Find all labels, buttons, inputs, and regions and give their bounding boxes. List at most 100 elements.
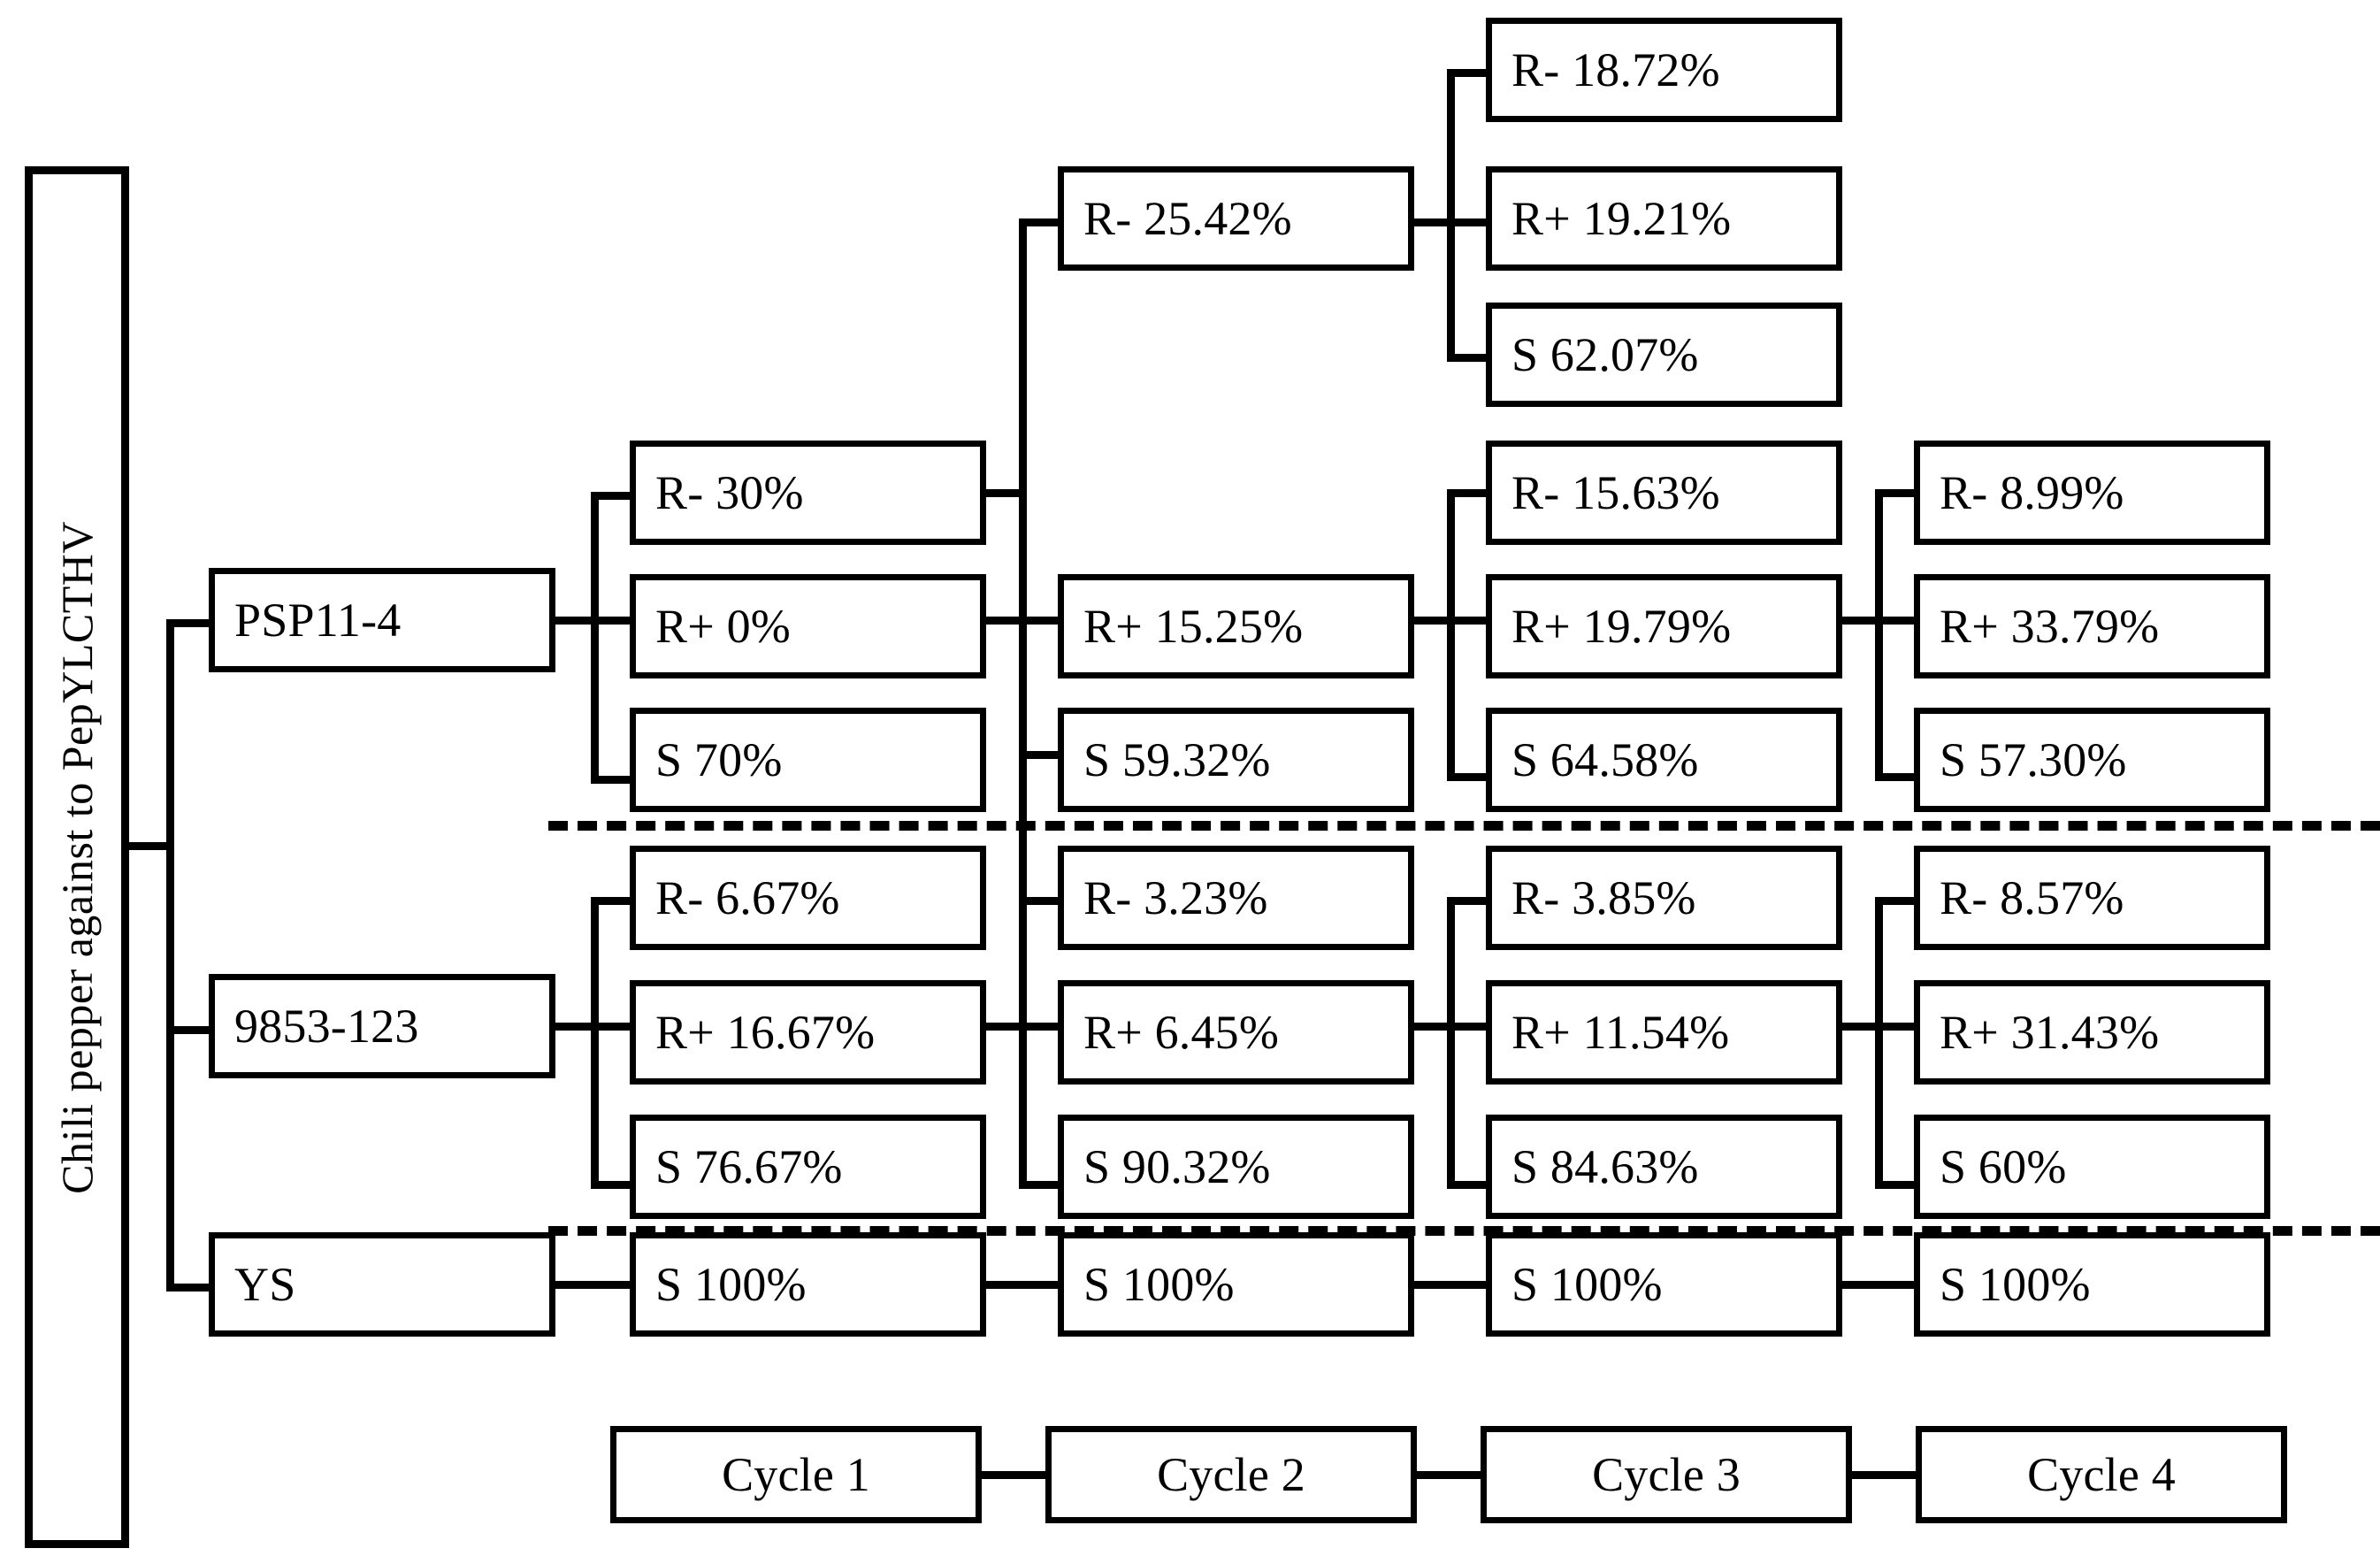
result-box-9853-c2-rplus[interactable]: R+ 6.45% — [1058, 980, 1414, 1085]
ys-c3-link — [1414, 1281, 1486, 1289]
g9853-to-c1-h — [555, 1023, 596, 1031]
psp-c2-stub-rminus — [1019, 218, 1061, 226]
cycle-legend-link-2-3 — [1417, 1471, 1486, 1479]
psp-subbranch-stub-s — [1447, 354, 1489, 362]
result-box-9853-c4-s[interactable]: S 60% — [1914, 1115, 2270, 1219]
result-label: R- 6.67% — [655, 871, 840, 924]
result-box-psp-c1-rminus[interactable]: R- 30% — [630, 441, 986, 545]
result-box-9853-c4-rplus[interactable]: R+ 31.43% — [1914, 980, 2270, 1085]
result-box-9853-c4-rminus[interactable]: R- 8.57% — [1914, 846, 2270, 950]
result-label: S 100% — [655, 1258, 807, 1311]
g9853-c3-stub-rplus — [1447, 1023, 1489, 1031]
genotype-box-9853-123[interactable]: 9853-123 — [209, 974, 555, 1078]
result-box-psp-c2-s[interactable]: S 59.32% — [1058, 708, 1414, 812]
result-box-9853-c3-rplus[interactable]: R+ 11.54% — [1486, 980, 1842, 1085]
psp-c3-stub-rplus — [1447, 617, 1489, 625]
result-box-psp-c1-s[interactable]: S 70% — [630, 708, 986, 812]
psp-c3-spine — [1447, 489, 1455, 781]
result-box-9853-c2-s[interactable]: S 90.32% — [1058, 1115, 1414, 1219]
psp-c2-spine — [1019, 218, 1027, 1112]
result-box-psp-c4-rminus[interactable]: R- 8.99% — [1914, 441, 2270, 545]
result-label: S 76.67% — [655, 1140, 843, 1193]
psp-subbranch-in-h — [1414, 218, 1455, 226]
cycle-legend-box-2[interactable]: Cycle 2 — [1045, 1426, 1417, 1523]
cycle-legend-label: Cycle 3 — [1592, 1448, 1741, 1501]
result-box-9853-c1-rminus[interactable]: R- 6.67% — [630, 846, 986, 950]
g9853-c1-stub-s — [591, 1181, 633, 1189]
result-box-9853-c3-s[interactable]: S 84.63% — [1486, 1115, 1842, 1219]
psp-c4-stub-s — [1875, 773, 1917, 781]
result-label: S 59.32% — [1083, 733, 1271, 786]
psp-to-c1-h — [555, 617, 596, 625]
psp-c1-out-h2 — [986, 617, 1027, 625]
result-box-ys-c3[interactable]: S 100% — [1486, 1232, 1842, 1337]
cycle-legend-box-3[interactable]: Cycle 3 — [1481, 1426, 1852, 1523]
result-label: R- 8.99% — [1940, 466, 2124, 519]
psp-c1-stub-rplus — [591, 617, 633, 625]
genotype-box-ys[interactable]: YS — [209, 1232, 555, 1337]
result-box-psp-c4-s[interactable]: S 57.30% — [1914, 708, 2270, 812]
result-label: R- 8.57% — [1940, 871, 2124, 924]
psp-c1-spine — [591, 492, 599, 784]
axis-title-box: Chili pepper against to PepYLCTHV — [25, 166, 129, 1548]
g9853-c3-out-h — [1842, 1023, 1883, 1031]
cycle-legend-label: Cycle 4 — [2027, 1448, 2176, 1501]
cycle-legend-box-4[interactable]: Cycle 4 — [1916, 1426, 2287, 1523]
psp-subbranch-stub-rplus — [1447, 218, 1489, 226]
cycle-legend-label: Cycle 2 — [1157, 1448, 1305, 1501]
cycle-legend-box-1[interactable]: Cycle 1 — [610, 1426, 982, 1523]
ys-c4-link — [1842, 1281, 1914, 1289]
psp-c4-stub-rminus — [1875, 489, 1917, 497]
result-label: R- 3.23% — [1083, 871, 1268, 924]
g9853-c2-stub-s — [1019, 1181, 1061, 1189]
result-box-psp-c2-rminus[interactable]: R- 25.42% — [1058, 166, 1414, 271]
psp-c2-stub-s — [1019, 751, 1061, 759]
result-label: S 62.07% — [1511, 328, 1699, 381]
result-box-ys-c1[interactable]: S 100% — [630, 1232, 986, 1337]
psp-c1-out-h — [986, 489, 1027, 497]
g9853-c3-spine — [1447, 897, 1455, 1189]
g9853-c2-stub-rplus — [1019, 1023, 1061, 1031]
result-label: R+ 31.43% — [1940, 1006, 2160, 1059]
genotype-label: YS — [234, 1258, 296, 1311]
result-box-psp-c1-rplus[interactable]: R+ 0% — [630, 574, 986, 678]
result-label: R+ 11.54% — [1511, 1006, 1730, 1059]
result-box-9853-c2-rminus[interactable]: R- 3.23% — [1058, 846, 1414, 950]
root-spine-v — [166, 619, 174, 1292]
psp-c3-out-h — [1842, 617, 1883, 625]
result-box-9853-c1-s[interactable]: S 76.67% — [630, 1115, 986, 1219]
result-box-psp-sub-rminus[interactable]: R- 18.72% — [1486, 18, 1842, 122]
result-label: R- 18.72% — [1511, 43, 1720, 96]
result-box-psp-c4-rplus[interactable]: R+ 33.79% — [1914, 574, 2270, 678]
result-box-ys-c2[interactable]: S 100% — [1058, 1232, 1414, 1337]
result-box-psp-c2-rplus[interactable]: R+ 15.25% — [1058, 574, 1414, 678]
cycle-legend-label: Cycle 1 — [722, 1448, 870, 1501]
psp-c3-stub-s — [1447, 773, 1489, 781]
result-label: S 64.58% — [1511, 733, 1699, 786]
result-label: R+ 19.79% — [1511, 600, 1732, 653]
result-label: R- 15.63% — [1511, 466, 1720, 519]
root-stub-ys — [166, 1284, 209, 1292]
result-label: S 84.63% — [1511, 1140, 1699, 1193]
result-box-9853-c3-rminus[interactable]: R- 3.85% — [1486, 846, 1842, 950]
result-label: R+ 6.45% — [1083, 1006, 1280, 1059]
root-connector-h — [129, 842, 173, 850]
genotype-label: PSP11-4 — [234, 594, 402, 647]
genotype-box-psp11-4[interactable]: PSP11-4 — [209, 568, 555, 672]
result-box-psp-c3-rplus[interactable]: R+ 19.79% — [1486, 574, 1842, 678]
result-box-psp-sub-s[interactable]: S 62.07% — [1486, 303, 1842, 407]
result-box-psp-sub-rplus[interactable]: R+ 19.21% — [1486, 166, 1842, 271]
result-label: S 90.32% — [1083, 1140, 1271, 1193]
result-label: S 57.30% — [1940, 733, 2127, 786]
result-box-psp-c3-s[interactable]: S 64.58% — [1486, 708, 1842, 812]
result-box-9853-c1-rplus[interactable]: R+ 16.67% — [630, 980, 986, 1085]
row-separator-2 — [548, 1226, 2380, 1236]
result-label: S 100% — [1083, 1258, 1235, 1311]
g9853-c3-stub-s — [1447, 1181, 1489, 1189]
result-label: S 100% — [1511, 1258, 1663, 1311]
result-box-psp-c3-rminus[interactable]: R- 15.63% — [1486, 441, 1842, 545]
result-label: R- 25.42% — [1083, 192, 1292, 245]
g9853-c4-stub-rplus — [1875, 1023, 1917, 1031]
result-box-ys-c4[interactable]: S 100% — [1914, 1232, 2270, 1337]
